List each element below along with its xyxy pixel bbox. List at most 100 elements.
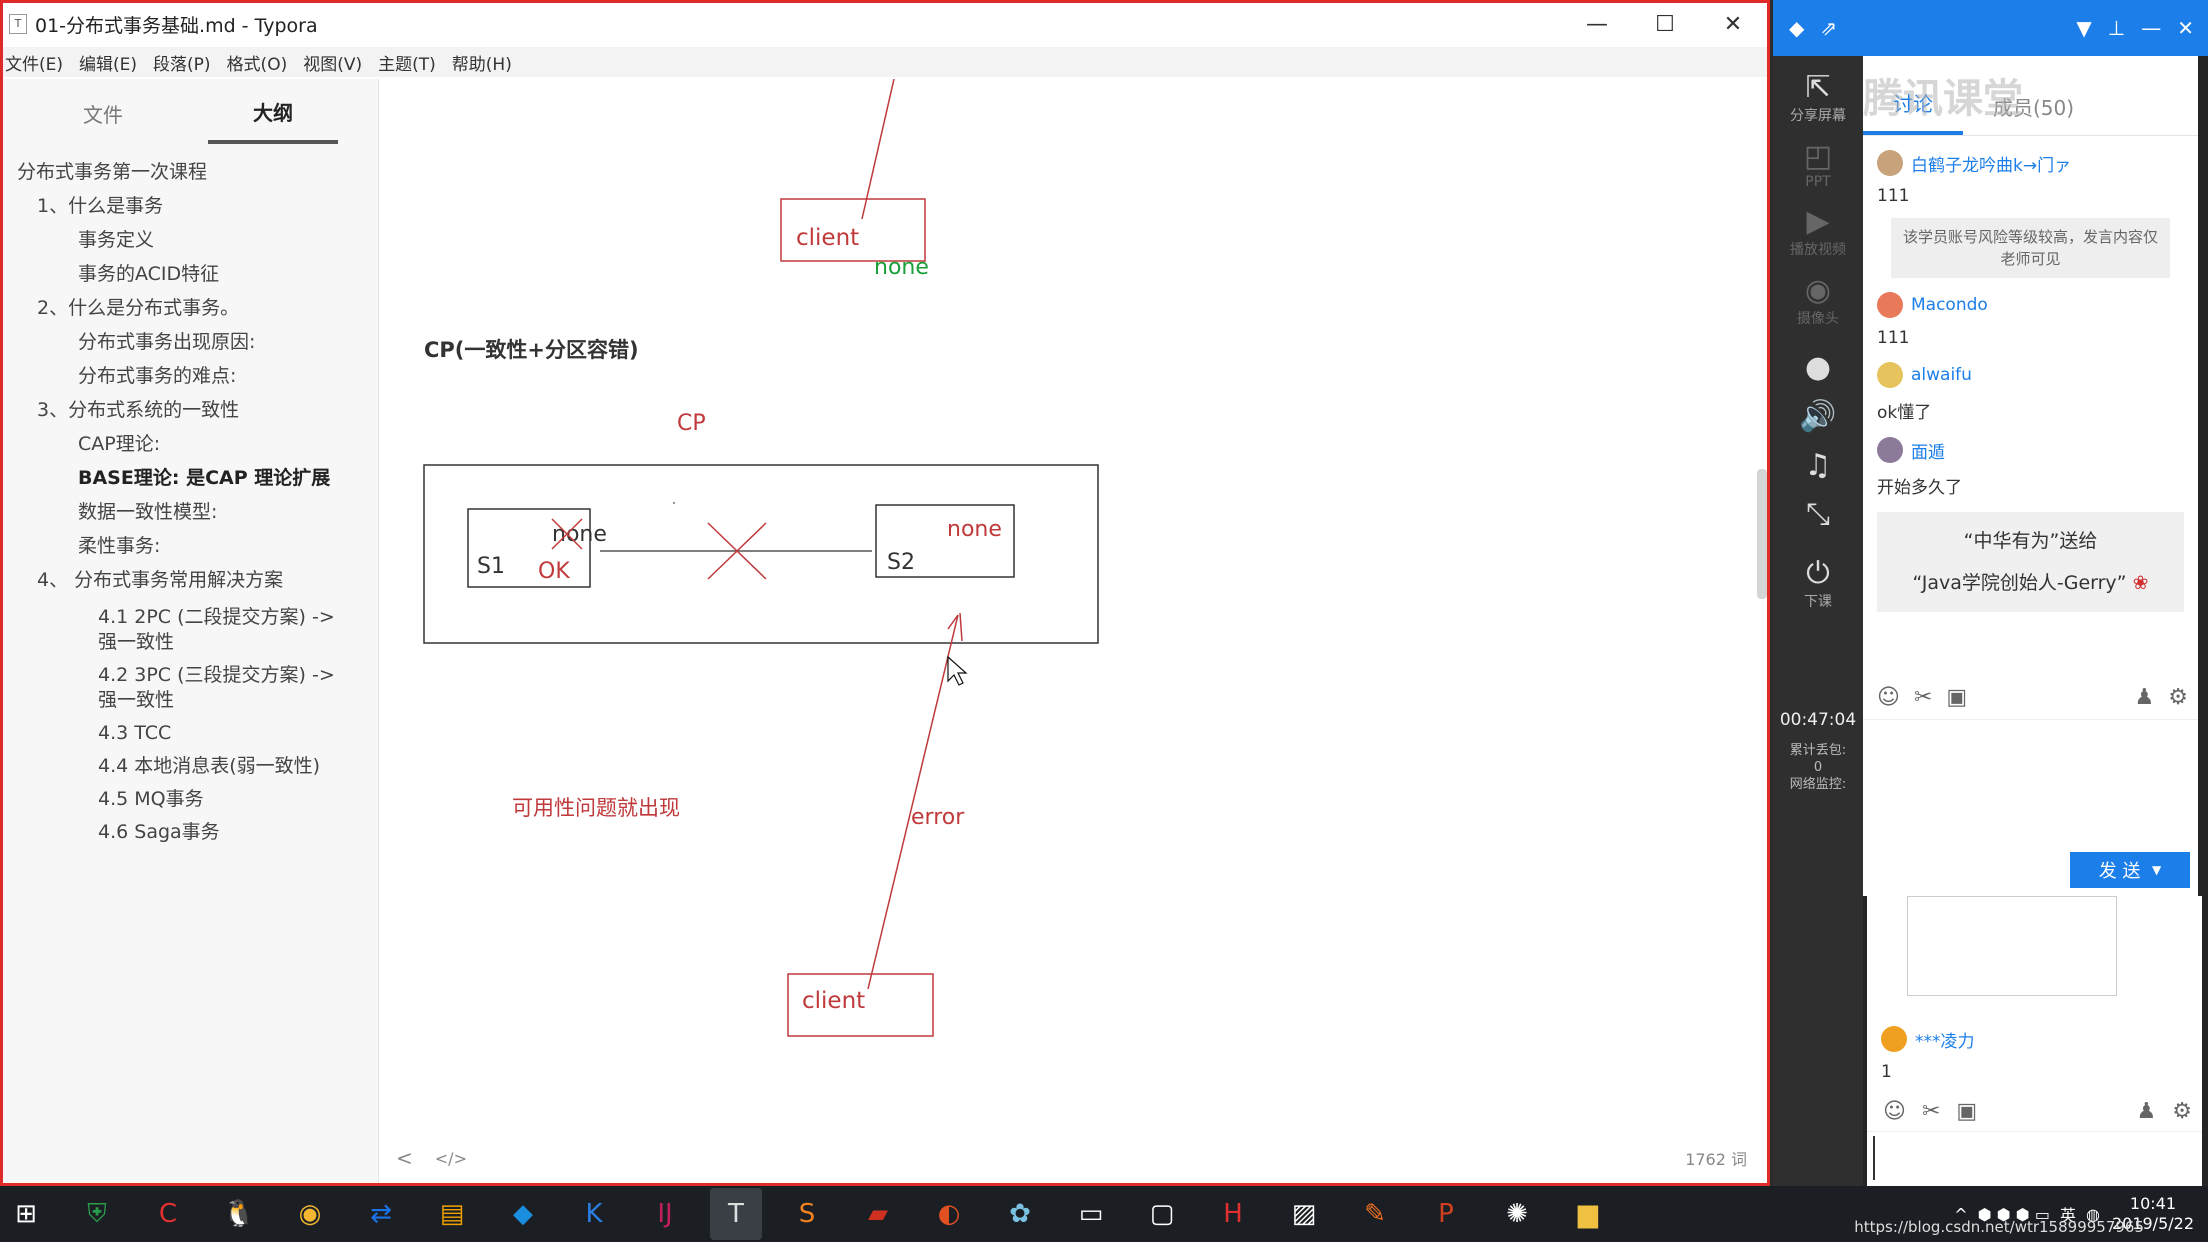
taskbar-sublime-icon[interactable]: S [798,1199,816,1229]
ime-indicator[interactable]: 英 [2059,1206,2076,1225]
taskbar-redis-icon[interactable]: ▰ [868,1199,888,1229]
menu-view[interactable]: 视图(V) [303,54,363,75]
outline-item[interactable]: 2、什么是分布式事务。 [37,297,240,319]
outline-item[interactable]: 1、什么是事务 [37,195,164,217]
chat-username[interactable]: alwaifu [1911,365,1972,385]
outline-item[interactable]: 4.1 2PC (二段提交方案) -> 强一致性 [98,606,335,653]
scissors-icon[interactable]: ✂ [1913,685,1933,710]
editor-scrollbar[interactable] [1757,469,1767,599]
tray-expand-icon[interactable]: ^ [1954,1204,1968,1224]
editor-area[interactable]: client none CP(一致性+分区容错) CP none S1 OK n… [380,79,1767,1183]
outline-item[interactable]: 柔性事务: [78,535,161,557]
outline-item[interactable]: 事务的ACID特征 [78,263,220,285]
outline-item[interactable]: 4、 分布式事务常用解决方案 [37,569,284,591]
taskbar-h-app-icon[interactable]: H [1223,1199,1243,1229]
outline-item[interactable]: 4.5 MQ事务 [98,788,204,810]
clock[interactable]: 10:41 2019/5/22 [2112,1194,2194,1234]
music-tool[interactable]: ♫ [1773,448,1863,483]
emoji-icon[interactable]: ☺ [1883,1099,1906,1124]
mic-tool[interactable]: ● [1773,350,1863,385]
tab-members[interactable]: 成员(50) [1993,96,2075,120]
antivirus-icon[interactable]: ◍ [2085,1204,2100,1224]
pin-left-icon[interactable]: ◆ [1789,16,1805,40]
menu-edit[interactable]: 编辑(E) [79,54,138,75]
minimize-icon[interactable]: — [2141,16,2162,40]
taskbar-k-app-icon[interactable]: K [585,1199,603,1229]
tab-outline[interactable]: 大纲 [208,79,338,144]
taskbar-qq-icon[interactable]: 🐧 [222,1199,256,1229]
outline-item[interactable]: 4.6 Saga事务 [98,821,220,843]
menu-theme[interactable]: 主题(T) [378,54,436,75]
maximize-button[interactable]: ☐ [1655,11,1675,37]
taskbar-pinwheel-icon[interactable]: ✺ [1506,1199,1528,1229]
toggle-sidebar-button[interactable]: < [396,1146,413,1170]
user-manage-icon[interactable]: ♟ [2134,685,2155,710]
send-button[interactable]: 发 送 ▼ [2070,852,2190,888]
outline-item[interactable]: 4.2 3PC (三段提交方案) -> 强一致性 [98,664,335,711]
settings-gear-icon[interactable]: ⚙ [2172,1099,2192,1124]
taskbar-browser-c-icon[interactable]: C [158,1199,178,1229]
source-mode-button[interactable]: </> [434,1148,467,1168]
taskbar-xmind-icon[interactable]: ✿ [1009,1199,1031,1229]
tab-discussion[interactable]: 讨论 [1863,88,1963,135]
taskbar-powerpoint-icon[interactable]: P [1438,1199,1454,1229]
taskbar-pen-icon[interactable]: ✎ [1364,1199,1386,1229]
tray-icons[interactable]: ⬢ ⬢ ⬢ ▭ [1977,1204,2050,1224]
taskbar-vpn-icon[interactable]: ◆ [513,1199,533,1229]
chat-input[interactable] [1873,1136,1875,1180]
share-screen-tool[interactable]: ⇱分享屏幕 [1773,70,1863,125]
image-icon[interactable]: ▣ [1946,685,1968,710]
minimize-button[interactable]: — [1586,11,1608,37]
share-icon[interactable]: ⇗ [1820,16,1838,40]
typora-window: T 01-分布式事务基础.md - Typora — ☐ ✕ 文件(E) 编辑(… [0,0,1770,1186]
outline-item[interactable]: 3、分布式系统的一致性 [37,399,240,421]
taskbar-netease-icon[interactable]: ◐ [937,1199,961,1229]
chat-username[interactable]: Macondo [1911,295,1988,315]
taskbar-folder-icon[interactable]: ▆ [1578,1199,1598,1229]
outline-item[interactable]: 事务定义 [78,229,155,251]
settings-gear-icon[interactable]: ⚙ [2168,685,2188,710]
outline-item[interactable]: BASE理论: 是CAP 理论扩展 [78,467,331,489]
taskbar-intellij-icon[interactable]: IJ [657,1199,673,1229]
word-count[interactable]: 1762 词 [1685,1150,1747,1169]
taskbar-chrome-icon[interactable]: ◉ [298,1199,322,1229]
taskbar-window-icon[interactable]: ▢ [1149,1199,1175,1229]
camera-tool[interactable]: ◉摄像头 [1773,273,1863,328]
chat-username[interactable]: 面遁 [1911,442,1945,463]
taskbar-screenshot-icon[interactable]: ▨ [1291,1199,1317,1229]
outline-item[interactable]: 4.3 TCC [98,722,172,744]
menu-paragraph[interactable]: 段落(P) [153,54,211,75]
menu-help[interactable]: 帮助(H) [451,54,512,75]
outline-item[interactable]: 分布式事务第一次课程 [17,161,208,183]
send-dropdown-icon[interactable]: ▼ [2151,863,2162,877]
taskbar-typora-icon[interactable]: T [710,1188,762,1240]
outline-item[interactable]: CAP理论: [78,433,161,455]
speaker-tool[interactable]: 🔊 [1773,399,1863,434]
taskbar-windows-start-icon[interactable]: ⊞ [15,1199,37,1229]
taskbar-notes-icon[interactable]: ▤ [439,1199,465,1229]
outline-item[interactable]: 分布式事务出现原因: [78,331,256,353]
taskbar-terminal-icon[interactable]: ▭ [1078,1199,1104,1229]
tab-files[interactable]: 文件 [83,102,123,127]
taskbar-security-icon[interactable]: ⛨ [87,1198,107,1229]
end-class-tool[interactable]: ⏻下课 [1773,556,1863,611]
menu-file[interactable]: 文件(E) [5,54,64,75]
pin-icon[interactable]: ⊥ [2107,16,2126,40]
close-button[interactable]: ✕ [1723,11,1743,37]
taskbar-teamviewer-icon[interactable]: ⇄ [370,1199,392,1229]
outline-item[interactable]: 4.4 本地消息表(弱一致性) [98,755,321,777]
outline-item[interactable]: 数据一致性模型: [78,501,218,523]
user-manage-icon[interactable]: ♟ [2136,1099,2157,1124]
scissors-icon[interactable]: ✂ [1921,1099,1941,1124]
fullscreen-tool[interactable]: ⤡ [1773,497,1863,532]
emoji-icon[interactable]: ☺ [1877,685,1900,710]
chat-username[interactable]: 白鹤子龙吟曲k→门ァ [1911,155,2072,176]
outline-item[interactable]: 分布式事务的难点: [78,365,237,387]
close-icon[interactable]: ✕ [2177,16,2194,40]
menu-format[interactable]: 格式(O) [226,54,288,75]
dropdown-icon[interactable]: ▼ [2076,16,2092,40]
ppt-tool[interactable]: ◰PPT [1773,139,1863,190]
image-icon[interactable]: ▣ [1956,1099,1978,1124]
chat-username[interactable]: ***凌力 [1915,1031,1975,1052]
video-tool[interactable]: ▶播放视频 [1773,204,1863,259]
